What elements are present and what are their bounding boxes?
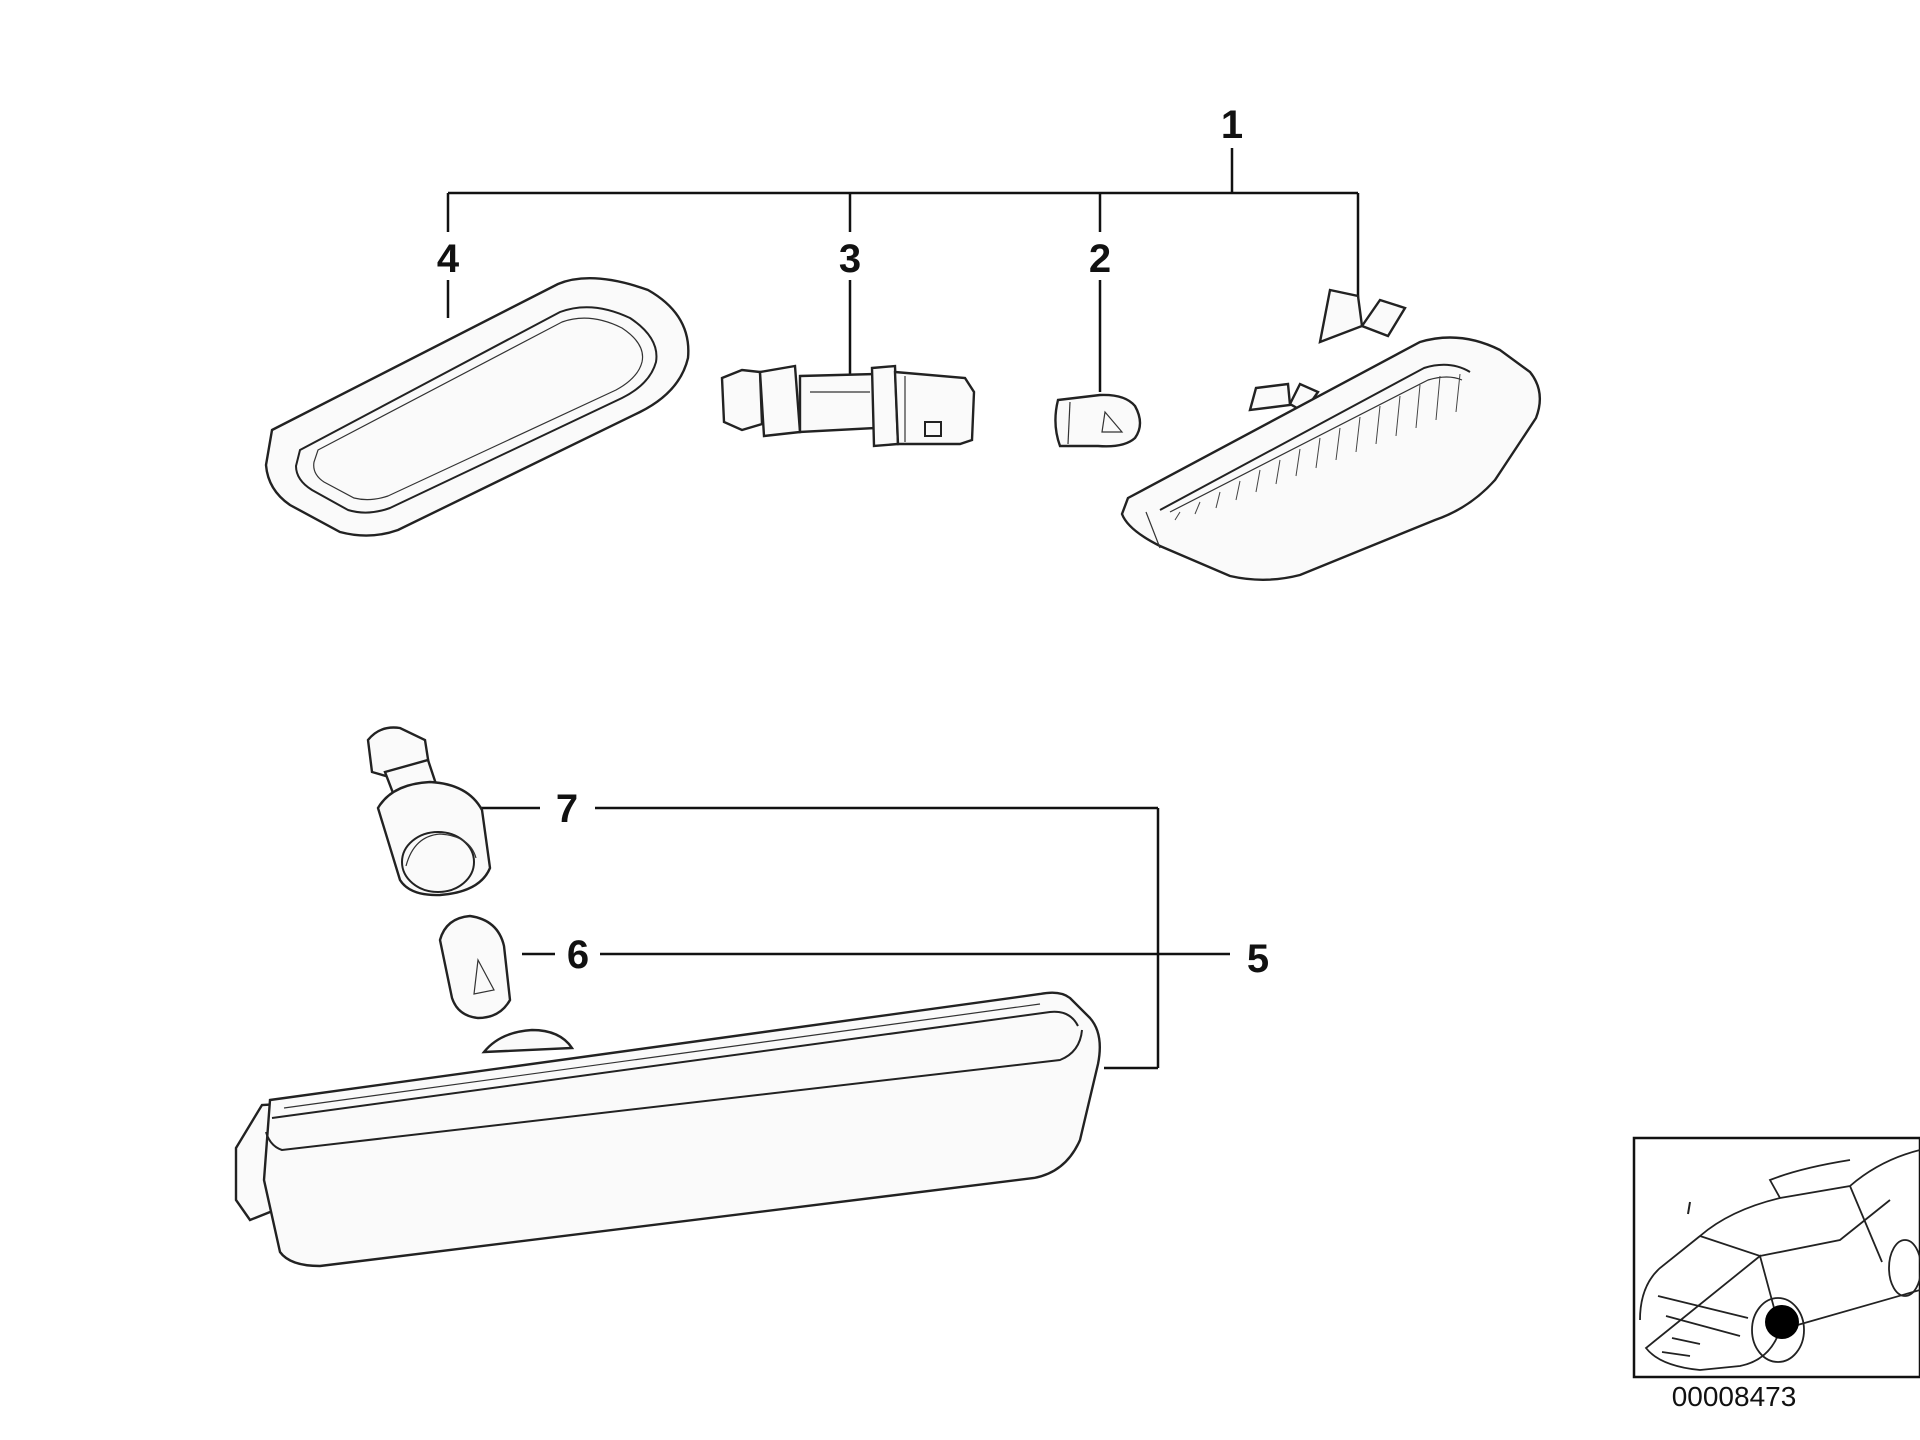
part-3-bulb-socket (720, 364, 976, 448)
car-location-thumbnail (1632, 1136, 1920, 1379)
leader-lines-group-5 (478, 806, 1230, 1070)
part-1-side-indicator (1120, 288, 1542, 581)
leader-lines-group-1 (446, 148, 1360, 392)
callout-1: 1 (1221, 103, 1243, 147)
callout-4: 4 (437, 237, 460, 281)
callout-2: 2 (1089, 237, 1111, 281)
callout-3: 3 (839, 237, 861, 281)
diagram-code: 00008473 (1672, 1381, 1797, 1412)
callout-7: 7 (556, 787, 578, 831)
location-marker-icon (1765, 1305, 1799, 1339)
part-2-bulb (1054, 393, 1142, 448)
part-7-bulb-socket (366, 726, 492, 897)
part-4-frame-gasket (264, 277, 690, 537)
callout-5: 5 (1247, 937, 1269, 981)
part-6-bulb (438, 914, 512, 1020)
callout-labels: 1 2 3 4 7 6 5 (437, 103, 1269, 981)
part-5-side-marker (234, 991, 1101, 1268)
car-outline-icon (1639, 1149, 1920, 1371)
callout-6: 6 (567, 933, 589, 977)
